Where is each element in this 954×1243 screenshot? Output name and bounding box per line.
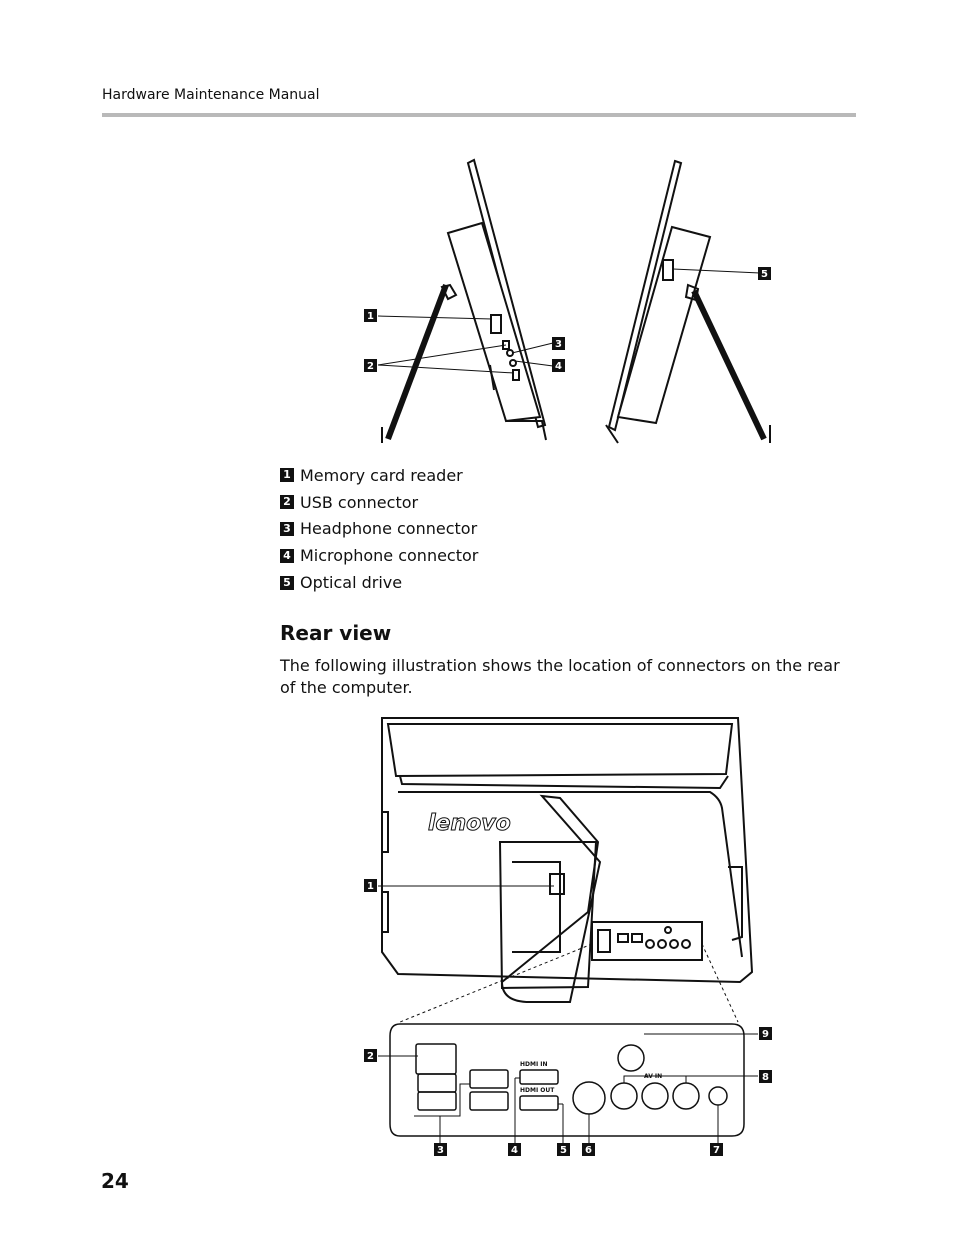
- rear-housing: [381, 717, 754, 1003]
- svg-text:8: 8: [762, 1072, 769, 1083]
- callout-3-side: 3: [552, 337, 565, 350]
- callout-1-side: 1: [364, 309, 377, 322]
- callout-4-rear: 4: [508, 1143, 521, 1156]
- svg-text:4: 4: [555, 361, 562, 372]
- callout-7-rear: 7: [710, 1143, 723, 1156]
- svg-text:1: 1: [367, 311, 374, 322]
- svg-text:2: 2: [367, 361, 374, 372]
- running-header: Hardware Maintenance Manual: [102, 87, 320, 103]
- hdmi-out-label: HDMI OUT: [520, 1087, 555, 1094]
- legend-item: 4 Microphone connector: [280, 542, 478, 569]
- legend-badge: 4: [280, 548, 294, 563]
- legend-badge: 2: [280, 495, 294, 510]
- legend-badge: 3: [280, 521, 294, 536]
- svg-text:5: 5: [560, 1145, 567, 1156]
- callout-1-rear: 1: [364, 879, 377, 892]
- right-side-illustration: [605, 159, 771, 444]
- legend-label: Headphone connector: [300, 519, 478, 539]
- left-side-illustration: [381, 158, 547, 443]
- page-number: 24: [101, 1169, 129, 1193]
- svg-text:7: 7: [713, 1145, 720, 1156]
- svg-text:2: 2: [367, 1051, 374, 1062]
- callout-3-rear: 3: [434, 1143, 447, 1156]
- side-view-legend: 1 Memory card reader 2 USB connector 3 Head…: [280, 462, 478, 596]
- legend-item: 1 Memory card reader: [280, 462, 478, 489]
- callout-5-side: 5: [758, 267, 771, 280]
- zoom-guide-lines: [399, 943, 739, 1023]
- header-rule: [102, 113, 856, 117]
- legend-label: Microphone connector: [300, 546, 479, 566]
- callout-9-rear: 9: [759, 1027, 772, 1040]
- callout-2-rear: 2: [364, 1049, 377, 1062]
- callout-4-side: 4: [552, 359, 565, 372]
- svg-text:4: 4: [511, 1145, 518, 1156]
- legend-label: USB connector: [300, 492, 419, 512]
- side-callouts: [377, 268, 761, 374]
- legend-badge: 5: [280, 575, 294, 590]
- brand-logo: lenovo: [428, 811, 511, 836]
- svg-text:9: 9: [762, 1029, 769, 1040]
- side-view-figure: 1 2 3 4 5: [364, 158, 771, 444]
- legend-item: 3 Headphone connector: [280, 516, 478, 543]
- legend-item: 5 Optical drive: [280, 569, 478, 596]
- legend-label: Optical drive: [300, 573, 403, 593]
- callout-2-side: 2: [364, 359, 377, 372]
- svg-text:5: 5: [761, 269, 768, 280]
- svg-text:3: 3: [555, 339, 562, 350]
- section-title: Rear view: [280, 621, 392, 645]
- rear-view-figure: lenovo HDMI IN HDMI OUT AV-IN: [364, 717, 772, 1156]
- rear-callout-leaders: [378, 885, 758, 1148]
- svg-text:1: 1: [367, 881, 374, 892]
- legend-badge: 1: [280, 468, 294, 483]
- callout-8-rear: 8: [759, 1070, 772, 1083]
- legend-label: Memory card reader: [300, 465, 463, 485]
- hdmi-in-label: HDMI IN: [520, 1061, 548, 1068]
- callout-5-rear: 5: [557, 1143, 570, 1156]
- legend-item: 2 USB connector: [280, 489, 478, 516]
- callout-6-rear: 6: [582, 1143, 595, 1156]
- svg-text:6: 6: [585, 1145, 592, 1156]
- zoom-port-panel: [389, 1023, 745, 1137]
- section-body: The following illustration shows the loc…: [280, 656, 840, 697]
- svg-text:3: 3: [437, 1145, 444, 1156]
